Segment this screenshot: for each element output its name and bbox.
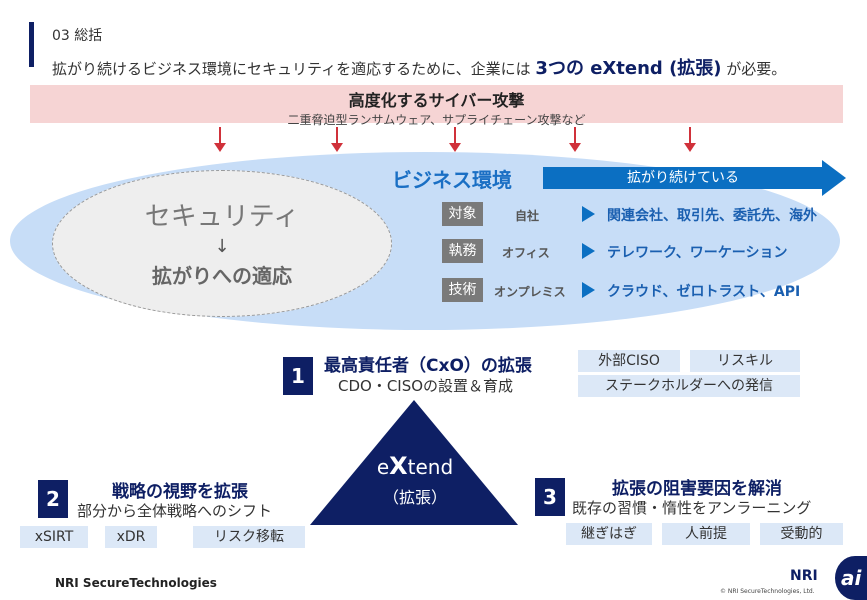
pillar-tag: リスキル xyxy=(690,350,800,372)
pillar-title: 拡張の阻害要因を解消 xyxy=(612,479,782,499)
section-label: 03 総括 xyxy=(52,28,103,44)
threat-arrow-icon xyxy=(449,127,461,152)
pillar-title: 戦略の視野を拡張 xyxy=(112,482,248,502)
extend-triangle xyxy=(310,400,518,525)
threat-title: 高度化するサイバー攻撃 xyxy=(348,91,525,110)
expanding-arrow: 拡がり続けている xyxy=(543,167,823,189)
pillar-tag: xSIRT xyxy=(20,526,88,548)
row-to: クラウド、ゼロトラスト、API xyxy=(607,284,801,300)
threat-arrow-icon xyxy=(684,127,696,152)
extend-title: eXtend xyxy=(355,452,475,480)
extend-e: e xyxy=(376,455,390,479)
copyright: © NRI SecureTechnologies, Ltd. xyxy=(720,588,815,595)
lead-post: が必要。 xyxy=(721,60,787,78)
lead-pre: 拡がり続けるビジネス環境にセキュリティを適応するために、企業には xyxy=(52,60,536,78)
pillar-tag: ステークホルダーへの発信 xyxy=(578,375,800,397)
security-arrow: ↓ xyxy=(214,236,230,257)
pillar-tag: 継ぎはぎ xyxy=(566,523,652,545)
play-icon xyxy=(582,282,595,298)
threat-subtitle: 二重脅迫型ランサムウェア、サプライチェーン攻撃など xyxy=(287,113,586,127)
pillar-tag: xDR xyxy=(105,526,157,548)
pillar-subtitle: 部分から全体戦略へのシフト xyxy=(77,502,273,520)
arrow-head-icon xyxy=(822,160,846,196)
pillar-tag: 受動的 xyxy=(760,523,843,545)
threat-arrow-icon xyxy=(331,127,343,152)
pillar-tag: 外部CISO xyxy=(578,350,680,372)
row-to: 関連会社、取引先、委託先、海外 xyxy=(607,208,817,224)
pillar-title: 最高責任者（CxO）の拡張 xyxy=(324,356,532,376)
pillar-subtitle: 既存の習慣・惰性をアンラーニング xyxy=(572,499,812,517)
extend-tend: tend xyxy=(407,455,454,479)
security-title: セキュリティ xyxy=(144,202,300,232)
business-title: ビジネス環境 xyxy=(392,168,512,192)
threat-arrow-icon xyxy=(214,127,226,152)
extend-subtitle: （拡張） xyxy=(382,488,447,507)
pillar-subtitle: CDO・CISOの設置＆育成 xyxy=(338,377,514,395)
lead-text: 拡がり続けるビジネス環境にセキュリティを適応するために、企業には 3つの eXt… xyxy=(52,54,786,80)
pillar-number: 3 xyxy=(535,478,565,516)
row-from: オフィス xyxy=(502,246,550,260)
footer-company: NRI SecureTechnologies xyxy=(55,576,217,590)
row-from: オンプレミス xyxy=(494,285,566,299)
extend-x: X xyxy=(389,452,408,480)
row-label: 対象 xyxy=(442,202,483,226)
ai-badge: ai xyxy=(835,556,867,600)
pillar-tag: 人前提 xyxy=(662,523,750,545)
expanding-arrow-label: 拡がり続けている xyxy=(627,170,739,186)
row-to: テレワーク、ワーケーション xyxy=(607,245,788,261)
security-subtitle: 拡がりへの適応 xyxy=(152,264,292,288)
threat-arrow-icon xyxy=(569,127,581,152)
row-from: 自社 xyxy=(515,209,540,223)
nri-logo: NRI xyxy=(790,568,818,584)
play-icon xyxy=(582,243,595,259)
pillar-number: 1 xyxy=(283,357,313,395)
threat-band: 高度化するサイバー攻撃 二重脅迫型ランサムウェア、サプライチェーン攻撃など xyxy=(30,85,843,127)
row-label: 技術 xyxy=(442,278,483,302)
play-icon xyxy=(582,206,595,222)
pillar-number: 2 xyxy=(38,480,68,518)
security-ellipse xyxy=(52,170,392,317)
pillar-tag: リスク移転 xyxy=(193,526,305,548)
section-bar xyxy=(29,22,34,67)
lead-bold: 3つの eXtend (拡張) xyxy=(535,58,722,79)
row-label: 執務 xyxy=(442,239,483,263)
